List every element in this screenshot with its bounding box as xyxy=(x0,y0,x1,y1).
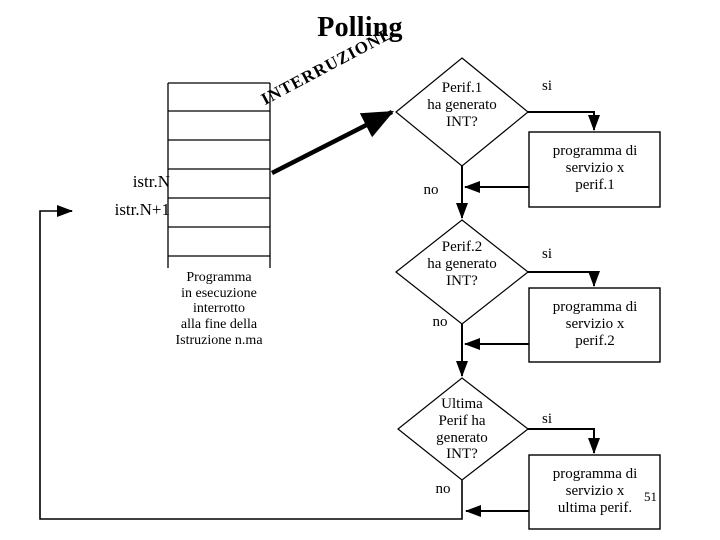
service-box-label-ultima-perif: programma di servizio x ultima perif. xyxy=(552,466,638,516)
service-box-label-perif-2: programma di servizio x perif.2 xyxy=(552,299,638,349)
slide-number: 51 xyxy=(644,489,657,504)
program-stack-caption: Programma in esecuzione interrotto alla … xyxy=(175,270,263,348)
decision-label-perif-1: Perif.1 ha generato INT? xyxy=(427,80,497,130)
yes-label-ultima-perif: si xyxy=(541,411,552,427)
yes-branch-ultima-perif xyxy=(528,428,600,454)
yes-branch-perif-2 xyxy=(528,271,600,287)
no-label-perif-2: no xyxy=(432,314,448,330)
yes-label-perif-2: si xyxy=(541,246,552,262)
yes-label-perif-1: si xyxy=(541,78,552,94)
decision-label-ultima-perif: Ultima Perif ha generato INT? xyxy=(436,396,488,463)
yes-branch-perif-1 xyxy=(528,111,600,131)
no-label-ultima-perif: no xyxy=(435,481,451,497)
stack-label-istr-n-plus-1: istr.N+1 xyxy=(114,200,170,219)
no-label-perif-1: no xyxy=(423,182,439,198)
decision-label-perif-2: Perif.2 ha generato INT? xyxy=(427,239,497,289)
service-box-perif-1 xyxy=(528,131,661,208)
loop-back-path xyxy=(39,205,463,520)
page-title: Polling xyxy=(317,12,403,43)
interrupt-arrow xyxy=(270,109,395,176)
stack-label-istr-n: istr.N xyxy=(132,172,170,191)
service-box-ultima-perif xyxy=(528,454,661,530)
service-box-label-perif-1: programma di servizio x perif.1 xyxy=(552,143,638,193)
service-box-perif-2 xyxy=(528,287,661,363)
instruction-stack xyxy=(167,82,271,268)
